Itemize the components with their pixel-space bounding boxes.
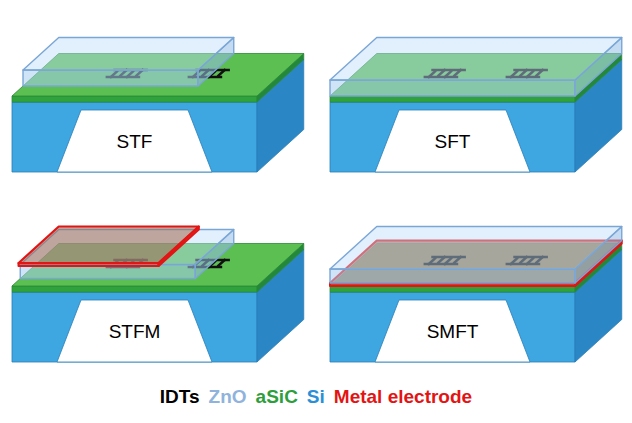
- si-substrate-front: [330, 102, 575, 172]
- asic-layer-front: [12, 286, 257, 292]
- legend-text: IDTs: [160, 386, 200, 407]
- device-smft: [330, 227, 622, 363]
- etched-cavity: [57, 300, 212, 362]
- device-label: SFT: [435, 132, 471, 153]
- idt-stroke: [219, 260, 225, 266]
- legend: IDTs ZnO aSiC Si Metal electrode: [0, 386, 632, 409]
- legend-text: aSiC: [256, 386, 298, 407]
- idt-stroke: [219, 70, 225, 76]
- legend-text: ZnO: [209, 386, 247, 407]
- zno-film-front: [23, 70, 198, 86]
- zno-film-top: [23, 38, 234, 71]
- device-label: STFM: [109, 322, 161, 343]
- device-stf: [12, 38, 304, 173]
- si-substrate-front: [12, 102, 257, 172]
- etched-cavity: [375, 110, 530, 172]
- si-substrate-front: [330, 292, 575, 362]
- device-sft: [330, 38, 622, 173]
- device-label: SMFT: [427, 322, 479, 343]
- device-label: STF: [117, 132, 153, 153]
- legend-swatch: Si: [307, 386, 325, 409]
- device-stfm: [12, 227, 304, 363]
- legend-swatch: ZnO: [209, 386, 247, 409]
- etched-cavity: [375, 300, 530, 362]
- zno-film-front: [330, 80, 575, 96]
- legend-swatch: Metal electrode: [334, 386, 472, 409]
- asic-layer-front: [330, 96, 575, 102]
- legend-swatch: IDTs: [160, 386, 200, 409]
- legend-text: Metal electrode: [334, 386, 472, 407]
- zno-film-front: [330, 269, 575, 283]
- si-substrate-front: [12, 292, 257, 362]
- asic-layer-front: [12, 96, 257, 102]
- metal-electrode-top: [19, 227, 199, 264]
- legend-text: Si: [307, 386, 325, 407]
- etched-cavity: [57, 110, 212, 172]
- legend-swatch: aSiC: [256, 386, 298, 409]
- zno-film-top: [330, 227, 622, 270]
- zno-film-top: [330, 38, 622, 81]
